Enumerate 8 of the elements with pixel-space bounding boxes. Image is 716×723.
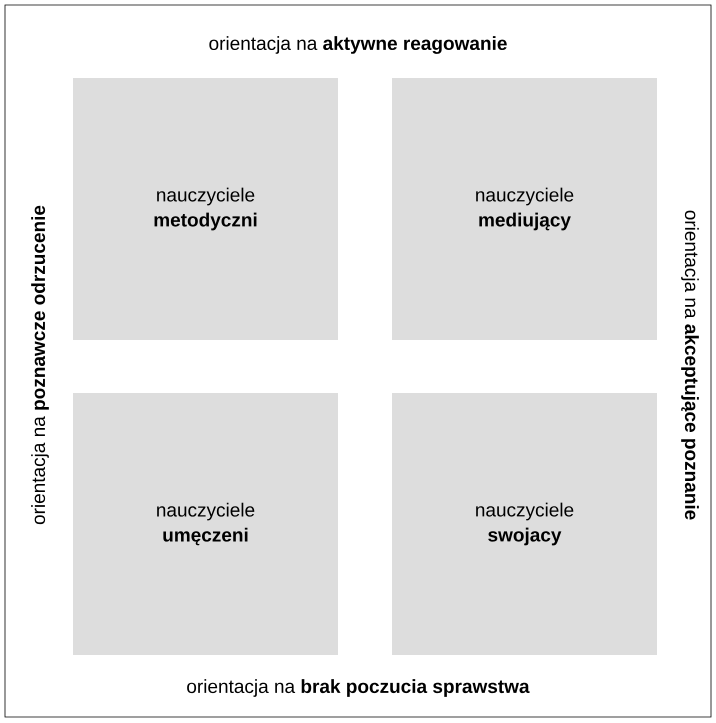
axis-label: orientacja na akceptujące poznanie xyxy=(681,210,699,520)
axis-label: orientacja na aktywne reagowanie xyxy=(209,36,507,54)
quadrant-box: nauczyciele swojacy xyxy=(392,393,657,655)
axis-label: orientacja na brak poczucia sprawstwa xyxy=(187,679,530,697)
quadrant-box: nauczyciele mediujący xyxy=(392,78,657,340)
quadrant-box: nauczyciele umęczeni xyxy=(73,393,338,655)
quadrant-box: nauczyciele metodyczni xyxy=(73,78,338,340)
axis-label: orientacja na poznawcze odrzucenie xyxy=(31,206,49,524)
